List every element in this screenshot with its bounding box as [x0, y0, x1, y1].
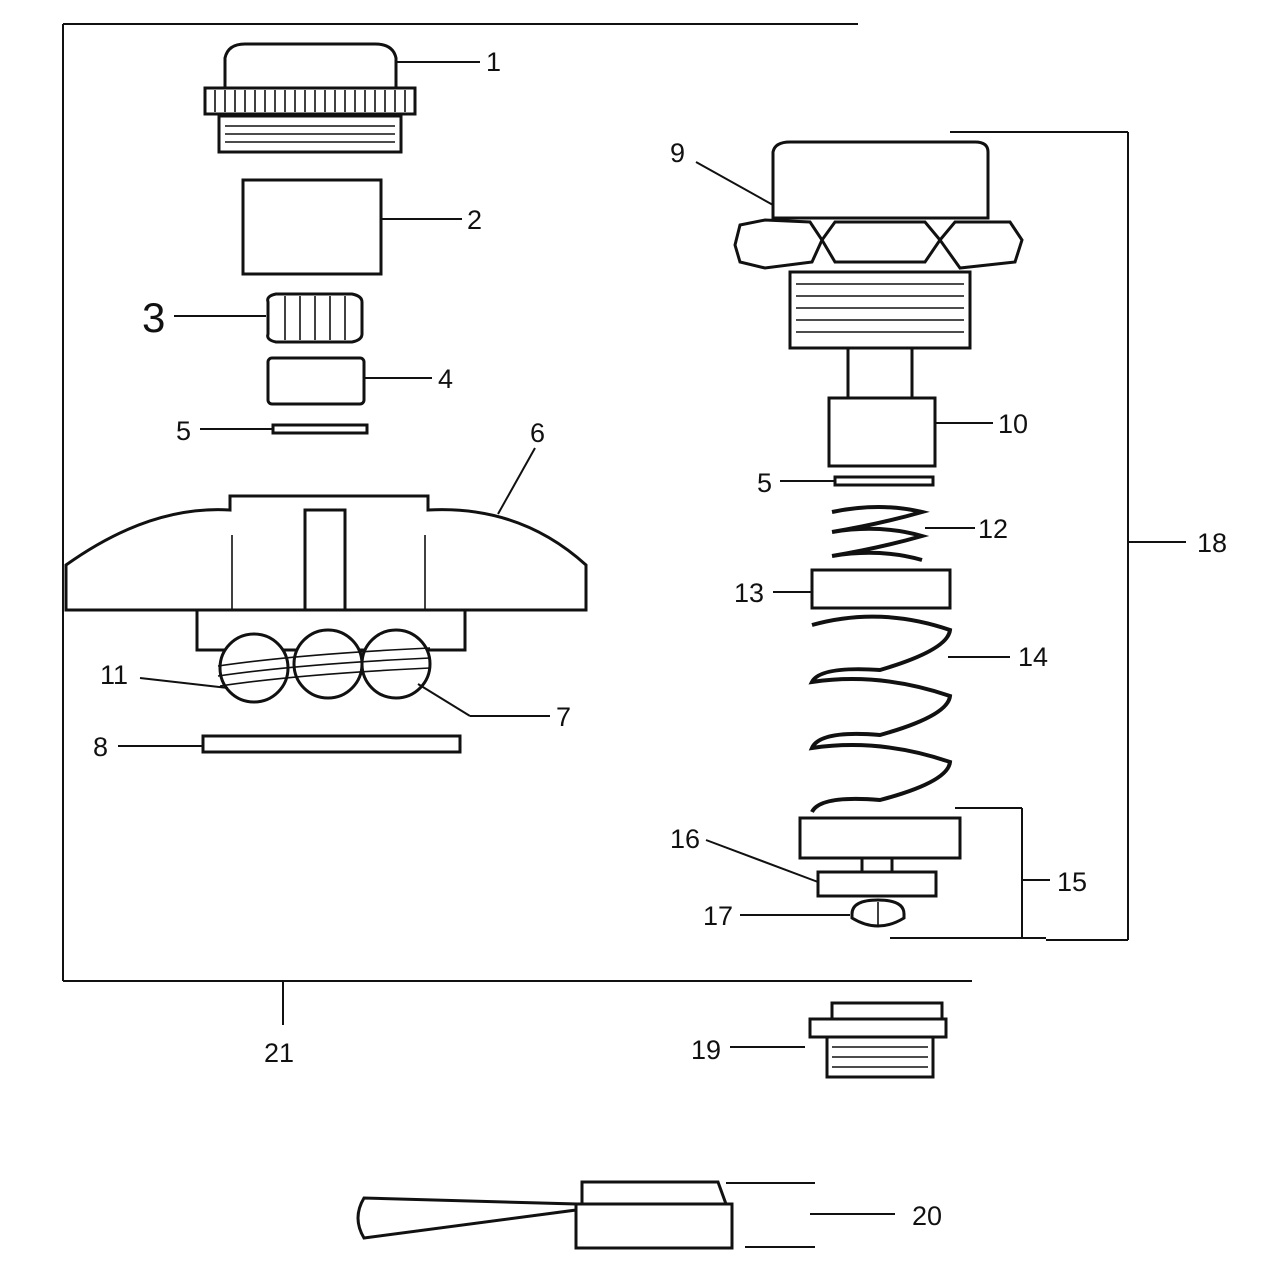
- callout-15: 15: [1057, 867, 1087, 897]
- callout-12: 12: [978, 514, 1008, 544]
- callout-16: 16: [670, 824, 700, 854]
- assembly-21-frame: [62, 23, 972, 1025]
- part-8-pin: 8: [93, 732, 462, 762]
- part-12-small-spring: 12: [831, 505, 1008, 562]
- part-15-valve-subassembly: 15: [798, 807, 1087, 939]
- callout-10: 10: [998, 409, 1028, 439]
- part-5-washer-left: 5: [176, 416, 369, 446]
- callout-5-left: 5: [176, 416, 191, 446]
- callout-7: 7: [556, 702, 571, 732]
- part-9-hex-head: 9: [670, 138, 1024, 350]
- part-17-screw: 17: [703, 898, 906, 931]
- callout-1: 1: [486, 47, 501, 77]
- callout-13: 13: [734, 578, 764, 608]
- callout-4: 4: [438, 364, 453, 394]
- part-1-cap: 1: [203, 42, 501, 154]
- part-19-seat-fitting: 19: [691, 1001, 948, 1079]
- callout-2: 2: [467, 205, 482, 235]
- callout-6: 6: [530, 418, 545, 448]
- callout-5-right: 5: [757, 468, 772, 498]
- callout-17: 17: [703, 901, 733, 931]
- callout-14: 14: [1018, 642, 1048, 672]
- callout-18: 18: [1197, 528, 1227, 558]
- part-13-spring-seat: 13: [734, 568, 952, 610]
- callout-9: 9: [670, 138, 685, 168]
- callout-19: 19: [691, 1035, 721, 1065]
- part-11-screw: 11: [100, 660, 229, 690]
- callout-20: 20: [912, 1201, 942, 1231]
- assembly-18-cartridge: 9 10 5 12 13: [670, 131, 1227, 941]
- part-4-bushing: 4: [266, 356, 453, 406]
- callout-11: 11: [100, 660, 128, 690]
- part-2-sleeve: 2: [241, 178, 482, 276]
- part-20-handle: 20: [356, 1180, 942, 1250]
- part-14-main-spring: 14: [808, 614, 1048, 814]
- part-10-collar: 10: [827, 396, 1028, 468]
- part-7-balls: 7: [217, 628, 571, 732]
- part-16-valve-disc: 16: [670, 824, 938, 898]
- callout-3: 3: [142, 294, 165, 341]
- callout-8: 8: [93, 732, 108, 762]
- part-5-washer-right: 5: [757, 468, 935, 498]
- part-3-nut: 3: [142, 292, 364, 344]
- callout-21: 21: [264, 1038, 294, 1068]
- part-6-housing: 6: [64, 418, 588, 652]
